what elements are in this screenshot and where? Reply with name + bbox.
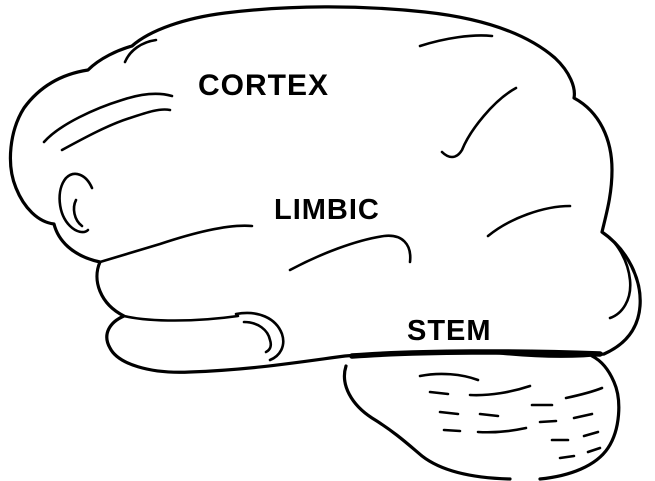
cortex-gyrus-top-left xyxy=(125,40,156,62)
cerebellum-folia xyxy=(420,374,602,458)
frontal-fold-lower xyxy=(62,109,170,150)
cerebrum-outline xyxy=(10,7,640,372)
frontal-pole-inner xyxy=(74,200,82,226)
stem-label: STEM xyxy=(407,317,492,346)
occipital-hook xyxy=(602,232,630,318)
cortex-label: CORTEX xyxy=(198,71,329,101)
temporal-hook-inner xyxy=(244,322,271,352)
stem-boundary xyxy=(352,352,600,356)
limbic-label: LIMBIC xyxy=(274,196,380,225)
sylvian-fissure xyxy=(100,226,252,262)
frontal-fold-upper xyxy=(44,94,172,142)
parietal-fold xyxy=(442,88,516,157)
cortex-gyrus-top-right xyxy=(420,35,492,46)
temporal-hook-outer xyxy=(236,313,283,360)
temporal-fold xyxy=(124,316,238,321)
limbic-fold xyxy=(290,236,410,270)
occipital-fold xyxy=(488,206,570,236)
